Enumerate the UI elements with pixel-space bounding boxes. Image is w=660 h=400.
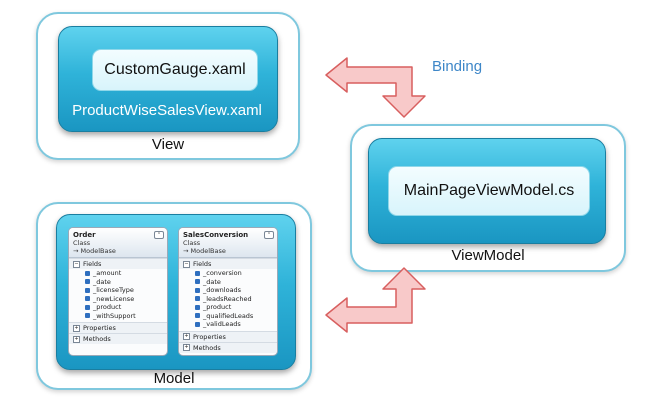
binding-arrow-model-viewmodel (325, 267, 426, 333)
field-icon (195, 296, 200, 302)
expand-plus-icon[interactable]: + (73, 335, 80, 343)
field-item: _amount (69, 269, 167, 278)
class-name: Order (73, 231, 96, 239)
field-item: _downloads (179, 286, 277, 295)
expand-plus-icon[interactable]: + (73, 324, 80, 332)
field-icon (85, 287, 90, 293)
fields-section[interactable]: −Fields (69, 258, 167, 269)
class-card-salesconversion: SalesConversion Class → ModelBase ⌃ −Fie… (178, 227, 278, 356)
field-item: _withSupport (69, 312, 167, 321)
field-icon (85, 304, 90, 310)
field-item: _product (69, 303, 167, 312)
viewmodel-caption: ViewModel (451, 247, 525, 264)
class-card-header: Order Class → ModelBase ⌃ (69, 228, 167, 258)
field-item: _licenseType (69, 286, 167, 295)
field-icon (195, 321, 200, 327)
field-item: _leadsReached (179, 295, 277, 304)
model-caption: Model (153, 370, 195, 387)
binding-arrow-view-viewmodel (325, 57, 426, 118)
class-kind: Class (183, 239, 201, 247)
class-name: SalesConversion (183, 231, 249, 239)
collapse-minus-icon[interactable]: − (183, 260, 190, 268)
class-kind: Class (73, 239, 91, 247)
field-icon (195, 270, 200, 276)
class-card-header: SalesConversion Class → ModelBase ⌃ (179, 228, 277, 258)
expand-plus-icon[interactable]: + (183, 344, 190, 351)
field-icon (195, 313, 200, 319)
field-icon (195, 287, 200, 293)
class-base: → ModelBase (73, 247, 116, 255)
methods-section[interactable]: +Methods (179, 341, 277, 353)
view-inner-label: ProductWiseSalesView.xaml (72, 102, 262, 119)
field-item: _product (179, 303, 277, 312)
properties-section[interactable]: +Properties (69, 322, 167, 333)
binding-label: Binding (432, 58, 483, 75)
collapse-icon[interactable]: ⌃ (264, 231, 274, 239)
field-icon (85, 279, 90, 285)
field-icon (85, 313, 90, 319)
field-item: _validLeads (179, 320, 277, 329)
field-icon (195, 279, 200, 285)
field-icon (85, 270, 90, 276)
field-icon (195, 304, 200, 310)
collapse-minus-icon[interactable]: − (73, 260, 80, 268)
collapse-icon[interactable]: ⌃ (154, 231, 164, 239)
field-item: _date (179, 278, 277, 287)
methods-section[interactable]: +Methods (69, 333, 167, 344)
mainpageviewmodel-file-box: MainPageViewModel.cs (388, 166, 590, 216)
view-caption: View (151, 136, 185, 153)
customgauge-file-box: CustomGauge.xaml (92, 49, 258, 91)
expand-plus-icon[interactable]: + (183, 333, 190, 340)
field-icon (85, 296, 90, 302)
class-base: → ModelBase (183, 247, 226, 255)
fields-section[interactable]: −Fields (179, 258, 277, 269)
field-item: _newLicense (69, 295, 167, 304)
field-item: _date (69, 278, 167, 287)
field-item: _qualifiedLeads (179, 312, 277, 321)
properties-section[interactable]: +Properties (179, 330, 277, 342)
class-card-order: Order Class → ModelBase ⌃ −Fields _amoun… (68, 227, 168, 356)
field-item: _conversion (179, 269, 277, 278)
